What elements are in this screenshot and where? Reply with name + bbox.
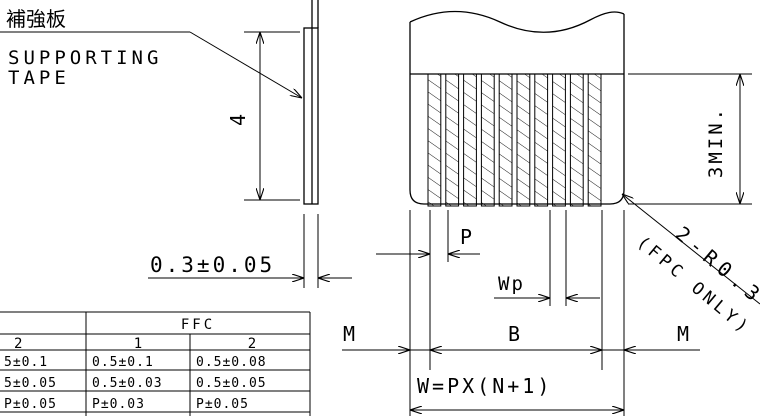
radius-leader-line	[622, 194, 760, 305]
tape-label-jp: 補強板	[6, 7, 66, 31]
stiffener-body	[303, 27, 319, 205]
conductor-pads	[427, 73, 602, 207]
table-cell: P±0.03	[92, 397, 145, 412]
break-line	[409, 10, 625, 33]
table-cell: 0.5±0.1	[92, 355, 154, 370]
margin-left-label: M	[343, 322, 355, 346]
tape-label-en-2: TAPE	[8, 67, 70, 89]
table-cell: P±0.05	[4, 397, 57, 412]
table-cell: P±0.05	[196, 397, 249, 412]
tape-height-value: 4	[226, 114, 250, 126]
conductor-pad	[498, 73, 513, 207]
conductor-pad	[427, 73, 442, 207]
table-cell: 5±0.1	[4, 355, 48, 370]
conductor-pad	[516, 73, 531, 207]
tape-leader-line	[189, 31, 302, 98]
table-cell: 5±0.05	[4, 376, 57, 391]
span-label: B	[508, 322, 520, 346]
min-length-value: 3MIN.	[705, 106, 727, 178]
table-col-left: 2	[14, 336, 22, 352]
tolerance-table	[0, 311, 311, 416]
conductor-pad	[480, 73, 495, 207]
conductor-pad	[534, 73, 549, 207]
table-body: 5±0.1 0.5±0.1 0.5±0.08 5±0.05 0.5±0.03 0.5±0.…	[4, 355, 267, 412]
conductor-pad	[463, 73, 477, 207]
tape-label-en-1: SUPPORTING	[8, 47, 162, 69]
conductor-pad	[552, 73, 566, 207]
conductor-pad	[445, 73, 460, 207]
table-cell: 0.5±0.03	[92, 376, 163, 391]
table-cell: 0.5±0.08	[196, 355, 267, 370]
table-cell: 0.5±0.05	[196, 376, 267, 391]
margin-right-label: M	[677, 322, 689, 346]
table-group-header: FFC	[181, 317, 215, 333]
total-width-formula: W=PX(N+1)	[417, 374, 552, 398]
conductor-pad	[587, 73, 602, 207]
pad-width-label: Wp	[498, 273, 525, 295]
conductor-pad	[569, 73, 584, 207]
tape-side-view	[0, 0, 352, 288]
pitch-label: P	[460, 225, 472, 249]
table-col-ffc-1: 1	[134, 336, 142, 352]
conductor-end-view	[342, 10, 760, 416]
table-col-ffc-2: 2	[248, 336, 256, 352]
tape-thickness-value: 0.3±0.05	[150, 253, 275, 277]
